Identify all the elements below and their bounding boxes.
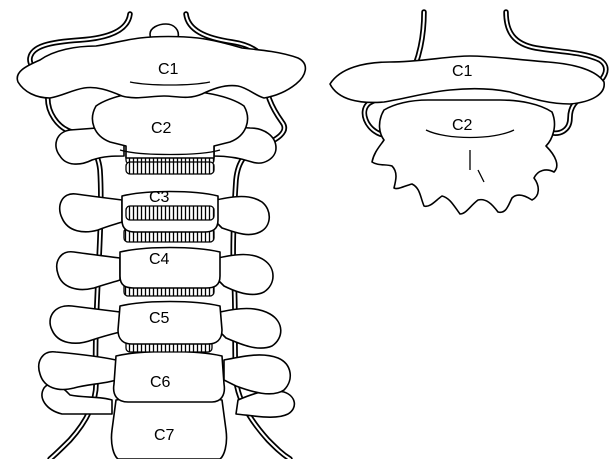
- superior-view: [330, 12, 606, 214]
- label-c4: C4: [149, 251, 170, 268]
- label-c7: C7: [154, 427, 175, 444]
- anterior-view: [17, 14, 305, 459]
- intervertebral-disc: [126, 206, 214, 220]
- label-c2-superior: C2: [452, 117, 473, 134]
- labels-superior: C1 C2: [452, 63, 473, 134]
- intervertebral-disc: [126, 162, 214, 174]
- label-c2: C2: [151, 120, 172, 137]
- label-c6: C6: [150, 374, 171, 391]
- label-c3: C3: [149, 189, 170, 206]
- label-c5: C5: [149, 310, 170, 327]
- label-c1: C1: [158, 61, 179, 78]
- label-c1-superior: C1: [452, 63, 473, 80]
